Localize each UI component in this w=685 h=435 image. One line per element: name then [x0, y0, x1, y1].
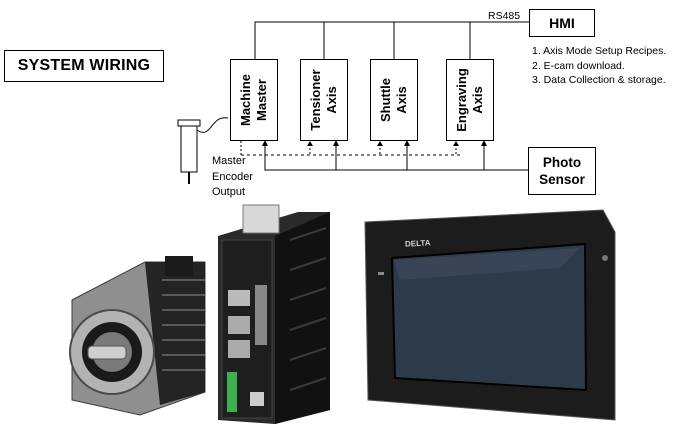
hmi-panel-icon — [364, 209, 616, 421]
encoder-arrow-tensioner — [307, 141, 313, 146]
encoder-arrow-engraving — [453, 141, 459, 146]
photo-sensor-line — [264, 145, 528, 171]
photo-sensor-box: Photo Sensor — [528, 147, 596, 195]
hmi-note-item: 1. Axis Mode Setup Recipes. — [532, 45, 667, 57]
photo-arrow-shuttle — [404, 140, 410, 146]
master-encoder-output-label: Master Encoder Output — [212, 155, 253, 198]
photo-arrow-master — [262, 140, 268, 146]
photo-arrow-tensioner — [333, 140, 339, 146]
hmi-notes-list: 1. Axis Mode Setup Recipes. 2. E-cam dow… — [532, 44, 666, 88]
encoder-device-icon — [177, 117, 229, 184]
rs485-bus-line — [254, 21, 529, 59]
photo-arrow-engraving — [481, 140, 487, 146]
servo-motor-icon — [69, 256, 206, 416]
encoder-arrow-shuttle — [377, 141, 383, 146]
hmi-box: HMI — [529, 9, 595, 37]
hmi-note-item: 3. Data Collection & storage. — [532, 74, 666, 86]
system-wiring-title: SYSTEM WIRING — [4, 50, 164, 82]
hmi-brand-label: DELTA — [404, 238, 431, 249]
rs485-label: RS485 — [488, 10, 521, 22]
hmi-note-item: 2. E-cam download. — [532, 59, 625, 72]
servo-drive-icon — [218, 204, 330, 424]
